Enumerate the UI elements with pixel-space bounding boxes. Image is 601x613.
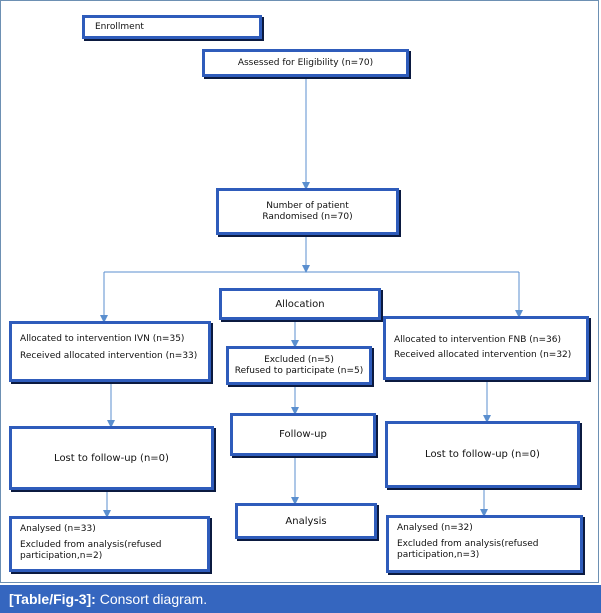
- enrollment-box: Enrollment: [82, 15, 262, 39]
- caption-text: Consort diagram.: [95, 591, 208, 607]
- figure-frame: Enrollment Assessed for Eligibility (n=7…: [0, 0, 599, 583]
- randomised-line-2: Randomised (n=70): [262, 211, 353, 222]
- left-analysed-line-1: Analysed (n=33): [20, 524, 96, 534]
- right-allocation-box: Allocated to intervention FNB (n=36) Rec…: [383, 316, 589, 380]
- excluded-line-1: Excluded (n=5): [264, 354, 334, 365]
- right-lost-box: Lost to follow-up (n=0): [385, 421, 580, 488]
- connector-lines: [100, 78, 523, 518]
- left-lost-box: Lost to follow-up (n=0): [9, 426, 214, 490]
- randomised-box: Number of patient Randomised (n=70): [216, 188, 399, 235]
- right-lost-label: Lost to follow-up (n=0): [425, 449, 540, 460]
- left-alloc-line-1: Allocated to intervention IVN (n=35): [20, 334, 185, 344]
- left-analysed-line-2: Excluded from analysis(refused: [20, 540, 162, 550]
- left-alloc-line-2: Received allocated intervention (n=33): [20, 351, 198, 361]
- left-allocation-box: Allocated to intervention IVN (n=35) Rec…: [9, 321, 211, 382]
- right-alloc-line-2: Received allocated intervention (n=32): [394, 350, 572, 360]
- analysis-label: Analysis: [285, 515, 327, 527]
- analysis-box: Analysis: [235, 503, 377, 539]
- left-analysed-box: Analysed (n=33) Excluded from analysis(r…: [9, 516, 210, 572]
- right-analysed-line-3: participation,n=3): [397, 550, 480, 560]
- right-analysed-line-1: Analysed (n=32): [397, 523, 473, 533]
- figure-caption: [Table/Fig-3]: Consort diagram.: [0, 585, 601, 613]
- assessed-label: Assessed for Eligibility (n=70): [237, 57, 374, 68]
- caption-tag: [Table/Fig-3]:: [9, 591, 96, 607]
- randomised-line-1: Number of patient: [266, 200, 349, 211]
- enrollment-label: Enrollment: [95, 21, 144, 32]
- allocation-box: Allocation: [219, 288, 381, 320]
- right-analysed-line-2: Excluded from analysis(refused: [397, 539, 539, 549]
- followup-box: Follow-up: [230, 413, 376, 456]
- right-analysed-box: Analysed (n=32) Excluded from analysis(r…: [386, 515, 583, 573]
- excluded-line-2: Refused to participate (n=5): [234, 365, 364, 376]
- followup-label: Follow-up: [279, 429, 327, 440]
- left-lost-label: Lost to follow-up (n=0): [54, 452, 169, 464]
- left-analysed-line-3: participation,n=2): [20, 551, 103, 561]
- allocation-label: Allocation: [275, 298, 325, 310]
- assessed-box: Assessed for Eligibility (n=70): [202, 49, 409, 77]
- excluded-box: Excluded (n=5) Refused to participate (n…: [226, 346, 372, 385]
- right-alloc-line-1: Allocated to intervention FNB (n=36): [394, 335, 561, 345]
